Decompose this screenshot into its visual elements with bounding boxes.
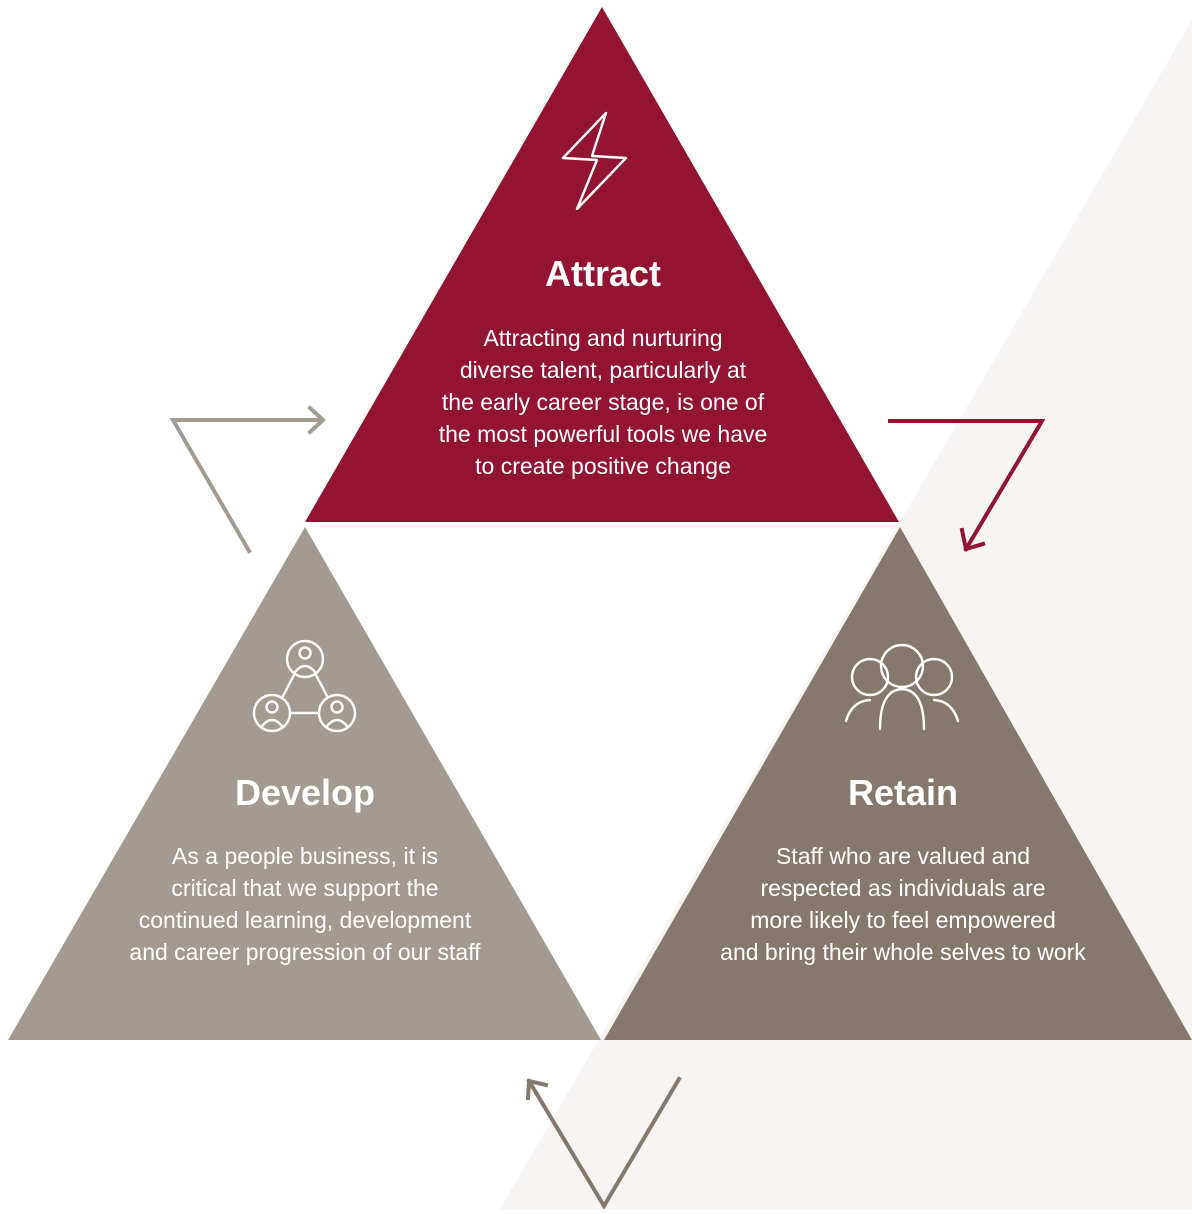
attract-title: Attract xyxy=(544,253,661,294)
connected-people-icon xyxy=(252,639,357,733)
group-icon xyxy=(844,643,960,731)
attract-description: Attracting and nurturing diverse talent,… xyxy=(438,325,768,479)
develop-title: Develop xyxy=(234,772,376,813)
retain-title: Retain xyxy=(847,772,959,813)
lightning-icon xyxy=(561,111,628,211)
attract-triangle xyxy=(305,7,899,522)
arrow-retain-to-develop xyxy=(525,1076,682,1210)
arrow-attract-to-retain xyxy=(888,419,1046,552)
retain-triangle xyxy=(604,527,1192,1040)
develop-description: As a people business, it is critical tha… xyxy=(129,843,481,965)
retain-description: Staff who are valued and respected as in… xyxy=(720,843,1086,965)
arrow-develop-to-attract xyxy=(169,405,326,554)
develop-triangle xyxy=(8,527,601,1040)
